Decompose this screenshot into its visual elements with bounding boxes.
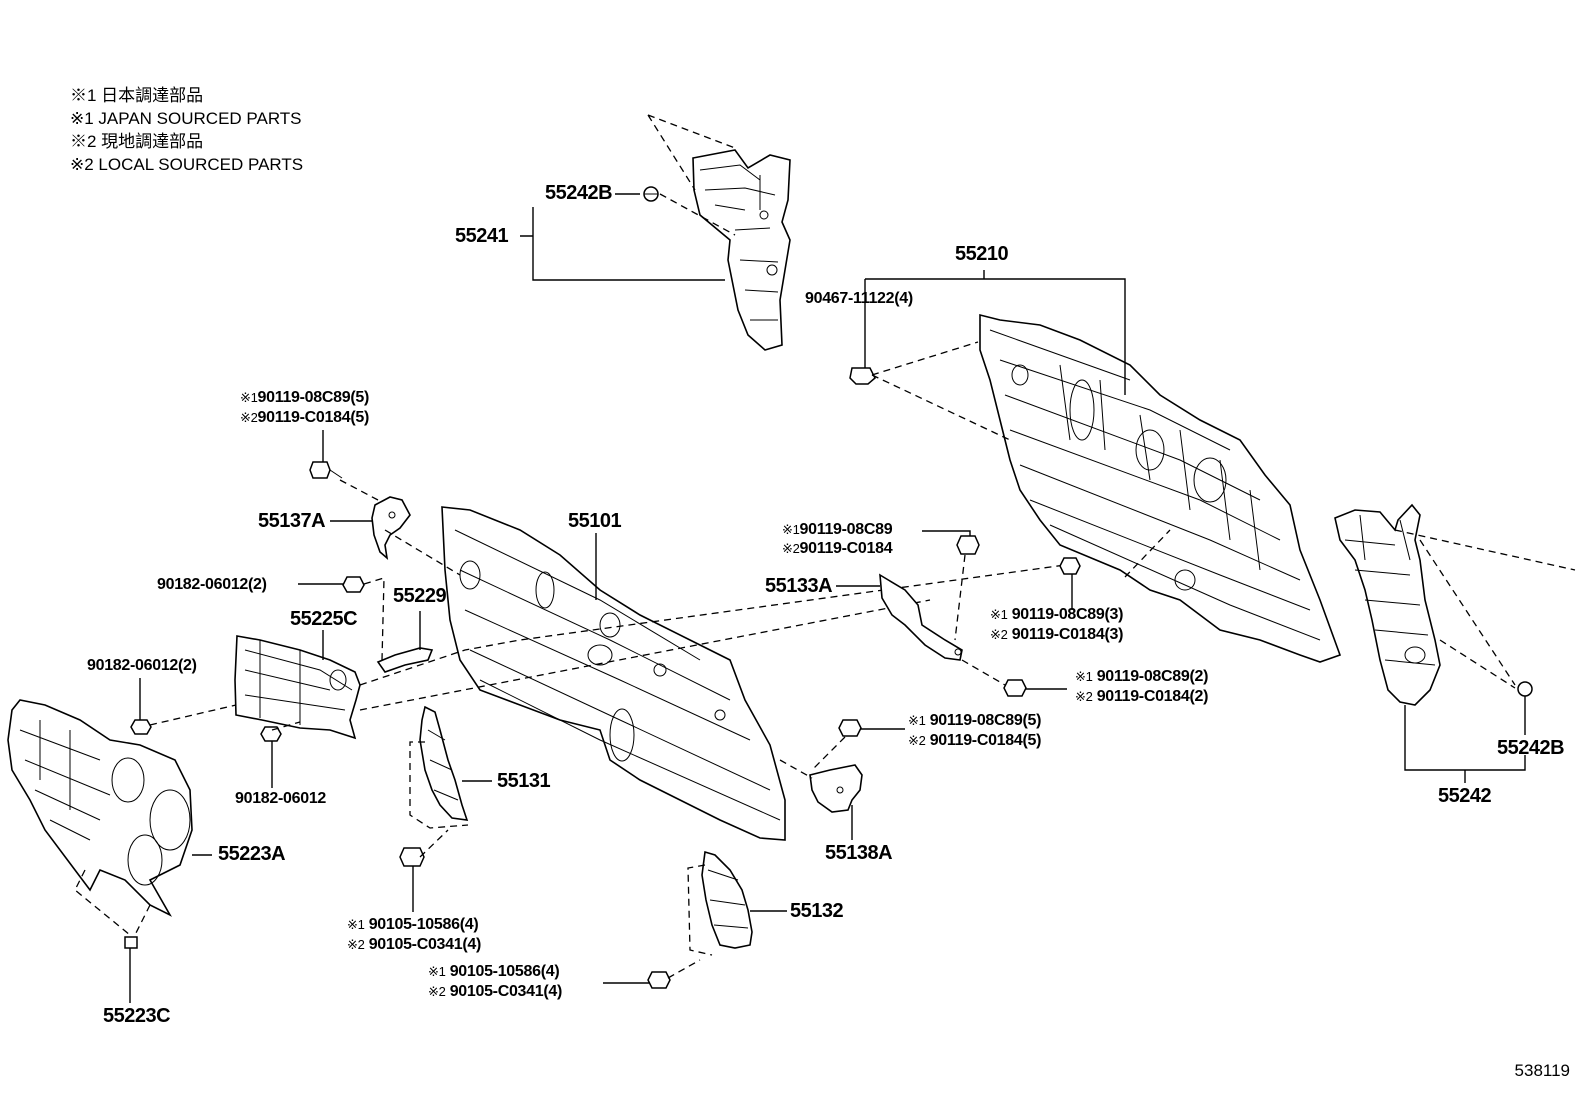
bolt-55133A-b3-shape xyxy=(1059,557,1081,575)
legend-line-3: ※2 現地調達部品 xyxy=(70,132,204,151)
part-number: 90105-C0341(4) xyxy=(368,936,482,953)
part-number: 90119-08C89(3) xyxy=(1011,606,1124,623)
mark-2: ※2 xyxy=(1075,689,1093,704)
part-number: 90119-08C89(5) xyxy=(929,712,1042,729)
bolt-90105-a-shape xyxy=(399,847,425,867)
part-label-55133A-bolt-2[interactable]: ※290119-C0184 xyxy=(782,540,893,558)
part-number: 90119-C0184(5) xyxy=(257,409,370,426)
bolt-55133A-top-shape xyxy=(956,535,980,555)
part-number: 90105-C0341(4) xyxy=(449,983,563,1000)
part-number: 90119-C0184(5) xyxy=(929,732,1042,749)
part-number: 90119-08C89 xyxy=(799,521,893,538)
bolt-55133A-b2-shape xyxy=(1003,679,1027,697)
clip-55242B-right-shape xyxy=(1517,681,1533,697)
part-number: 90105-10586(4) xyxy=(368,916,479,933)
part-55223A-shape xyxy=(7,699,193,917)
mark-2: ※2 xyxy=(347,937,365,952)
bolt-55137A-shape xyxy=(309,461,343,479)
part-label-55133A-b2-1[interactable]: ※1 90119-08C89(2) xyxy=(1075,668,1208,686)
part-label-90105-b-2[interactable]: ※2 90105-C0341(4) xyxy=(428,983,562,1001)
part-label-55133A-bolt-1[interactable]: ※190119-08C89 xyxy=(782,521,893,539)
part-label-55223A[interactable]: 55223A xyxy=(218,843,286,865)
part-label-55242[interactable]: 55242 xyxy=(1438,785,1492,807)
part-label-55133A[interactable]: 55133A xyxy=(765,575,833,597)
leader-lines xyxy=(129,193,1526,1003)
nut-90182-a-shape xyxy=(342,576,365,593)
part-label-55131[interactable]: 55131 xyxy=(497,770,551,792)
part-label-90182-b[interactable]: 90182-06012(2) xyxy=(87,657,197,674)
mark-1: ※1 xyxy=(240,390,258,405)
part-label-55137A[interactable]: 55137A xyxy=(258,510,326,532)
bolt-55138A-shape xyxy=(838,719,862,737)
part-label-55101[interactable]: 55101 xyxy=(568,510,622,532)
nut-90182-b-shape xyxy=(130,719,152,735)
part-label-55242B-right[interactable]: 55242B xyxy=(1497,737,1565,759)
part-55225C-shape xyxy=(234,635,361,740)
part-55137A-shape xyxy=(371,496,411,561)
legend-line-1: ※1 日本調達部品 xyxy=(70,86,204,105)
part-label-55241[interactable]: 55241 xyxy=(455,225,509,247)
part-label-55223C[interactable]: 55223C xyxy=(103,1005,171,1027)
part-label-55229[interactable]: 55229 xyxy=(393,585,447,607)
part-label-90105-a-2[interactable]: ※2 90105-C0341(4) xyxy=(347,936,481,954)
legend-line-4: ※2 LOCAL SOURCED PARTS xyxy=(70,155,304,174)
part-55133A-shape xyxy=(879,573,963,661)
part-55138A-shape xyxy=(809,764,863,813)
part-number: 90119-C0184(3) xyxy=(1011,626,1124,643)
part-55131-shape xyxy=(419,705,469,821)
part-label-55138A-bolt-2[interactable]: ※2 90119-C0184(5) xyxy=(908,732,1041,750)
part-label-90105-b-1[interactable]: ※1 90105-10586(4) xyxy=(428,963,560,981)
mark-2: ※2 xyxy=(428,984,446,999)
part-label-90467[interactable]: 90467-11122(4) xyxy=(805,290,913,307)
mark-1: ※1 xyxy=(990,607,1008,622)
mark-1: ※1 xyxy=(428,964,446,979)
part-label-55138A-bolt-1[interactable]: ※1 90119-08C89(5) xyxy=(908,712,1041,730)
mark-2: ※2 xyxy=(240,410,258,425)
part-55210-shape xyxy=(979,313,1342,663)
bolt-90105-b-shape xyxy=(647,971,671,989)
part-number: 90105-10586(4) xyxy=(449,963,560,980)
part-label-55225C[interactable]: 55225C xyxy=(290,608,358,630)
part-label-90182-c[interactable]: 90182-06012 xyxy=(235,790,327,807)
mark-2: ※2 xyxy=(990,627,1008,642)
mark-1: ※1 xyxy=(908,713,926,728)
part-label-55133A-b2-2[interactable]: ※2 90119-C0184(2) xyxy=(1075,688,1208,706)
mark-1: ※1 xyxy=(347,917,365,932)
mark-1: ※1 xyxy=(782,522,800,537)
part-number: 90119-C0184 xyxy=(799,540,893,557)
part-label-55210[interactable]: 55210 xyxy=(955,243,1009,265)
part-number: 90119-C0184(2) xyxy=(1096,688,1209,705)
clip-90467-shape xyxy=(849,367,876,385)
part-number: 90119-08C89(5) xyxy=(257,389,370,406)
part-label-55138A[interactable]: 55138A xyxy=(825,842,893,864)
part-55241-shape xyxy=(692,149,791,351)
legend-line-2: ※1 JAPAN SOURCED PARTS xyxy=(70,109,302,128)
part-label-55137A-bolt-2[interactable]: ※290119-C0184(5) xyxy=(240,409,369,427)
part-label-55133A-b3-1[interactable]: ※1 90119-08C89(3) xyxy=(990,606,1123,624)
part-label-90105-a-1[interactable]: ※1 90105-10586(4) xyxy=(347,916,479,934)
part-number: 90119-08C89(2) xyxy=(1096,668,1209,685)
mark-2: ※2 xyxy=(782,541,800,556)
part-55229-shape xyxy=(376,647,434,673)
part-label-55242B-top[interactable]: 55242B xyxy=(545,182,613,204)
clip-55242B-top-shape xyxy=(643,186,659,202)
nut-90182-c-shape xyxy=(260,726,282,742)
mark-2: ※2 xyxy=(908,733,926,748)
part-55242-shape xyxy=(1334,503,1441,706)
sourcing-legend: ※1 日本調達部品 ※1 JAPAN SOURCED PARTS ※2 現地調達… xyxy=(70,84,303,176)
part-55101-shape xyxy=(441,506,786,841)
part-label-90182-a[interactable]: 90182-06012(2) xyxy=(157,576,267,593)
part-label-55133A-b3-2[interactable]: ※2 90119-C0184(3) xyxy=(990,626,1123,644)
part-label-55132[interactable]: 55132 xyxy=(790,900,844,922)
mark-1: ※1 xyxy=(1075,669,1093,684)
document-number: 538119 xyxy=(1514,1061,1570,1080)
part-label-55137A-bolt-1[interactable]: ※190119-08C89(5) xyxy=(240,389,369,407)
part-55132-shape xyxy=(701,850,753,949)
clip-55223C-shape xyxy=(124,936,138,949)
